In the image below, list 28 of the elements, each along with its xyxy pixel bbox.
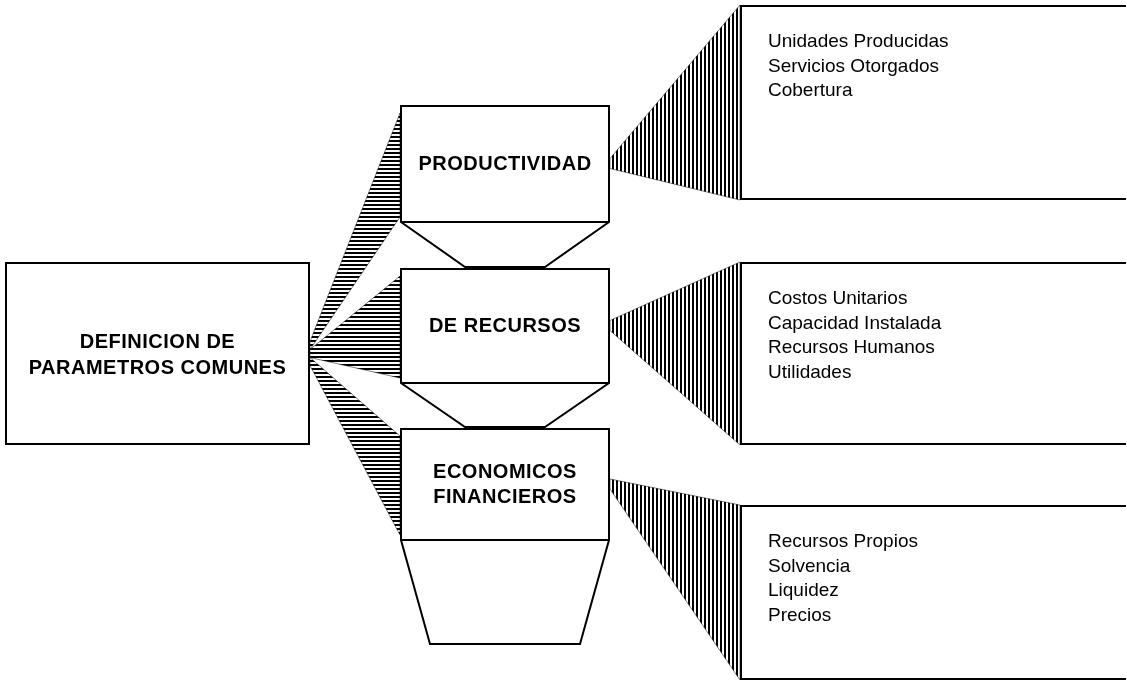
list-item: Liquidez [768,578,840,603]
list-item: Cobertura [768,78,854,103]
list-box [740,5,1126,200]
list-item: Servicios Otorgados [768,53,941,78]
list-item: Recursos Propios [768,529,919,553]
list-box [740,505,1126,680]
box-title: ECONOMICOS FINANCIEROS [432,459,578,509]
hatched-connector [309,357,401,536]
funnel-box [400,268,610,428]
list-item: Costos Unitarios [768,286,909,310]
hatched-connector [609,261,741,446]
list-item: Solvencia [768,553,852,578]
hatched-connector [609,4,741,201]
list-item: Precios [768,603,833,628]
hatched-connector [609,478,741,681]
funnel-box [400,105,610,268]
box-title: DE RECURSOS [428,313,582,338]
list-item: Utilidades [768,360,853,385]
process-box [5,262,310,445]
list-item: Recursos Humanos [768,335,936,360]
list-item: Unidades Producidas [768,29,950,53]
hatched-connector [309,112,401,350]
box-title: PRODUCTIVIDAD [418,151,592,176]
box-title: DEFINICION DE PARAMETROS COMUNES [27,328,288,380]
list-box [740,262,1126,445]
list-item: Capacidad Instalada [768,310,943,335]
hatched-connector [309,275,401,379]
funnel-box [400,428,610,645]
